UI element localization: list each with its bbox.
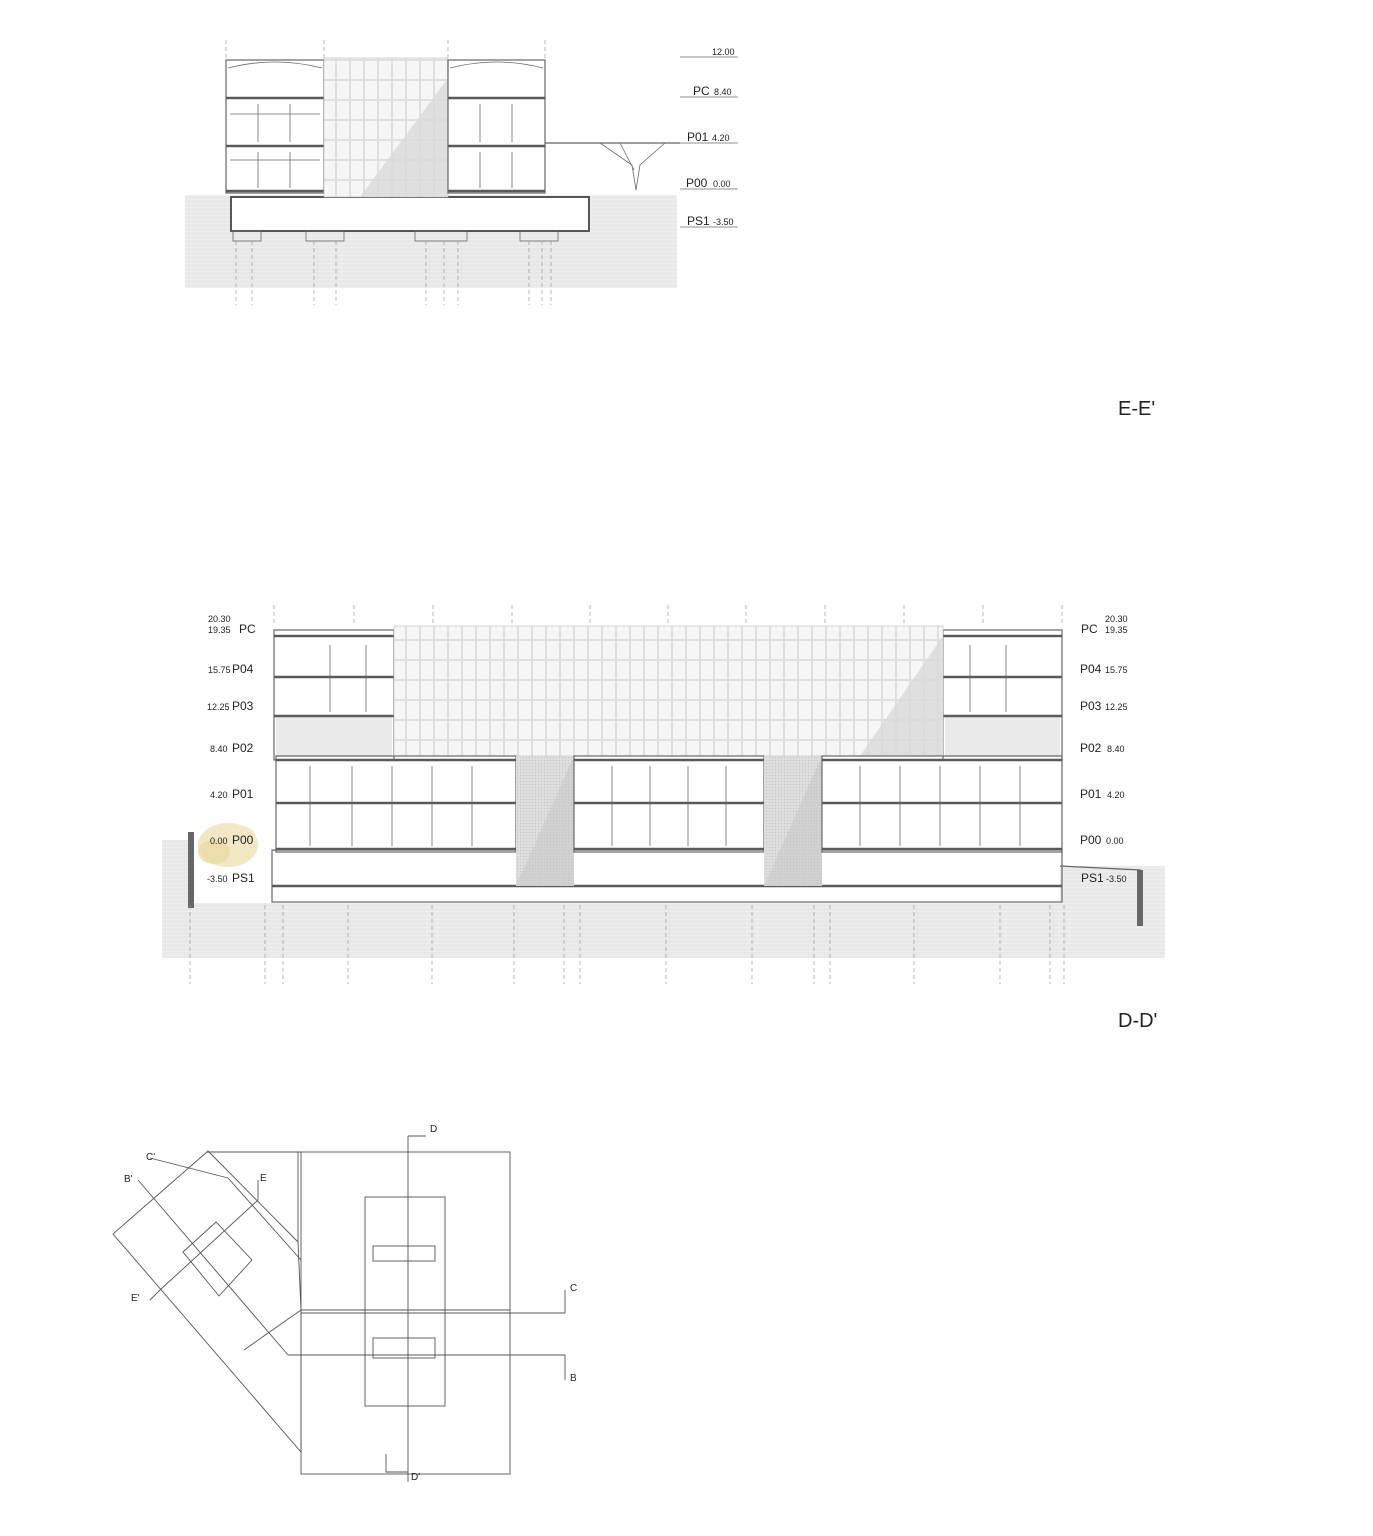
- ee-level-labels: 12.00 PC 8.40 P01 4.20 P00 0.00 PS1 -3.5…: [686, 47, 735, 228]
- dd-left-level-name: P03: [232, 699, 254, 713]
- dd-left-level-value: 0.00: [210, 836, 228, 846]
- ee-level-value: 4.20: [712, 133, 730, 143]
- ee-left-block: [225, 59, 325, 194]
- dd-right-level-value: 4.20: [1107, 790, 1125, 800]
- dd-basement: [271, 849, 1063, 903]
- dd-right-level-value: 20.30: [1105, 614, 1128, 624]
- key-label-b: B: [570, 1373, 577, 1384]
- dd-ground-left: [162, 840, 190, 903]
- dd-right-level-value: 0.00: [1106, 836, 1124, 846]
- dd-right-wing: [942, 629, 1063, 761]
- dd-right-level-value: -3.50: [1106, 874, 1127, 884]
- ee-level-value: -3.50: [713, 217, 734, 227]
- dd-right-level-value: 12.25: [1105, 702, 1128, 712]
- ee-footings: [232, 230, 559, 242]
- dd-right-level-value: 8.40: [1107, 744, 1125, 754]
- dd-right-level-value: 19.35: [1105, 625, 1128, 635]
- dd-left-level-name: PC: [239, 622, 256, 636]
- dd-left-level-value: 20.30: [208, 614, 231, 624]
- dd-right-ramp: [1059, 865, 1141, 900]
- key-plan-labels: D D' C C' B B' E E': [124, 1124, 577, 1483]
- ee-basement: [230, 196, 590, 232]
- dd-right-level-name: P00: [1080, 833, 1102, 847]
- ee-level-value: 12.00: [712, 47, 735, 57]
- dd-left-level-name: P01: [232, 787, 254, 801]
- dd-right-level-value: 15.75: [1105, 665, 1128, 675]
- dd-left-level-name: P00: [232, 833, 254, 847]
- ee-level-name: PC: [693, 84, 710, 98]
- dd-left-level-value: 19.35: [208, 625, 231, 635]
- section-dd-drawing: [162, 605, 1165, 984]
- dd-ground: [162, 903, 1165, 958]
- dd-left-level-value: 12.25: [207, 702, 230, 712]
- dd-core-right-shadow: [764, 756, 822, 886]
- key-label-c: C: [570, 1283, 577, 1294]
- key-plan: [112, 1135, 566, 1482]
- dd-left-level-value: 8.40: [210, 744, 228, 754]
- dd-right-level-name: PC: [1081, 622, 1098, 636]
- dd-left-wing: [273, 629, 395, 761]
- dd-right-level-name: P04: [1080, 662, 1102, 676]
- ee-level-value: 8.40: [714, 87, 732, 97]
- dd-left-level-name: P04: [232, 662, 254, 676]
- dd-left-level-name: PS1: [232, 871, 255, 885]
- section-ee-title: E-E': [1118, 398, 1155, 420]
- dd-right-level-name: P02: [1080, 741, 1102, 755]
- dd-left-wall: [188, 832, 194, 908]
- dd-lower-block-center: [573, 755, 765, 853]
- dd-left-level-labels: 20.30 19.35 PC 15.75 P04 12.25 P03 8.40 …: [207, 614, 256, 885]
- dd-right-level-name: PS1: [1081, 871, 1104, 885]
- key-label-e: E: [260, 1173, 267, 1184]
- dd-left-level-value: -3.50: [207, 874, 228, 884]
- ee-facade-shadow: [360, 78, 448, 197]
- section-dd-title: D-D': [1118, 1010, 1157, 1032]
- dd-left-level-value: 4.20: [210, 790, 228, 800]
- key-label-e-prime: E': [131, 1293, 140, 1304]
- dd-top-facade: [393, 625, 944, 757]
- dd-right-level-name: P03: [1080, 699, 1102, 713]
- dd-lower-block-right: [821, 755, 1063, 853]
- dd-lower-block-left: [275, 755, 517, 853]
- dd-core-left-shadow: [516, 756, 574, 886]
- ee-level-value: 0.00: [713, 179, 731, 189]
- dd-ground-right: [1060, 866, 1165, 903]
- dd-axis-lines: [273, 605, 1063, 626]
- ee-piles: [235, 241, 552, 305]
- ee-level-name: PS1: [687, 214, 710, 228]
- dd-tree: [198, 823, 258, 867]
- dd-right-level-name: P01: [1080, 787, 1102, 801]
- ee-level-name: P01: [687, 130, 709, 144]
- dd-piles: [189, 905, 1065, 984]
- ee-level-name: P00: [686, 176, 708, 190]
- key-label-c-prime: C': [146, 1152, 155, 1163]
- ee-right-block: [447, 59, 546, 194]
- dd-facade-shadow: [860, 636, 943, 756]
- dd-right-level-labels: PC 20.30 19.35 P04 15.75 P03 12.25 P02 8…: [1080, 614, 1128, 885]
- key-label-d-prime: D': [411, 1472, 420, 1483]
- ee-axis-lines: [225, 40, 546, 58]
- key-label-d: D: [430, 1124, 437, 1135]
- dd-left-level-value: 15.75: [208, 665, 231, 675]
- dd-left-level-name: P02: [232, 741, 254, 755]
- ee-level-lines: [680, 56, 738, 228]
- ee-canopy: [545, 142, 680, 191]
- key-label-b-prime: B': [124, 1174, 133, 1185]
- section-ee-drawing: [185, 40, 738, 305]
